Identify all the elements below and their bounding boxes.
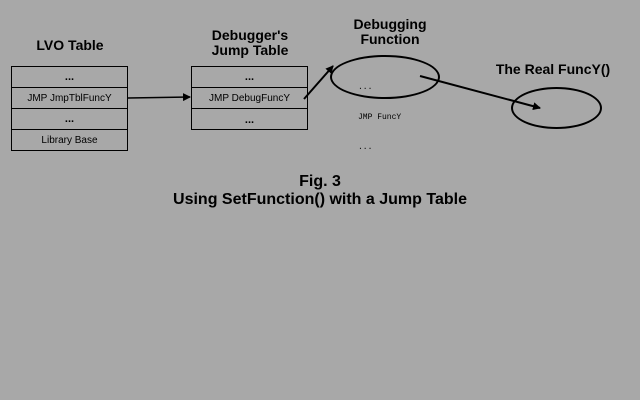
lvo-table-row: JMP JmpTblFuncY [12, 88, 127, 109]
arrow-lvo-to-jump [127, 93, 191, 102]
debug-code-line: ... [358, 143, 373, 152]
debug-function-title: Debugging Function [330, 17, 450, 47]
real-function-title: The Real FuncY() [495, 61, 611, 77]
arrow-jump-to-debug [303, 65, 334, 100]
jump-table-row: JMP DebugFuncY [192, 88, 307, 109]
debug-code-line: JMP FuncY [358, 113, 402, 122]
lvo-table-title: LVO Table [36, 37, 104, 53]
jump-table-title-line2: Jump Table [211, 42, 289, 58]
debug-function-title-line2: Function [360, 31, 420, 47]
lvo-table-row: ... [12, 67, 127, 88]
arrow-debug-to-real [419, 75, 541, 111]
figure-caption-line2: Using SetFunction() with a Jump Table [173, 191, 467, 208]
lvo-table-row: ... [12, 109, 127, 130]
lvo-table: ... JMP JmpTblFuncY ... Library Base [11, 66, 128, 151]
debug-code-line: ... [358, 83, 373, 92]
jump-table-row: ... [244, 113, 255, 126]
figure-caption-line1: Fig. 3 [299, 173, 341, 190]
jump-table-row: ... [192, 67, 307, 88]
lvo-table-row: Library Base [41, 135, 98, 146]
debug-function-code: ... JMP FuncY ... [358, 63, 401, 163]
jump-table-title: Debugger's Jump Table [180, 28, 320, 58]
debug-function-ellipse [330, 55, 440, 99]
debug-function-title-line1: Debugging [353, 16, 427, 32]
jump-table-title-line1: Debugger's [211, 27, 289, 43]
real-function-ellipse [511, 87, 602, 129]
jump-table: ... JMP DebugFuncY ... [191, 66, 308, 130]
